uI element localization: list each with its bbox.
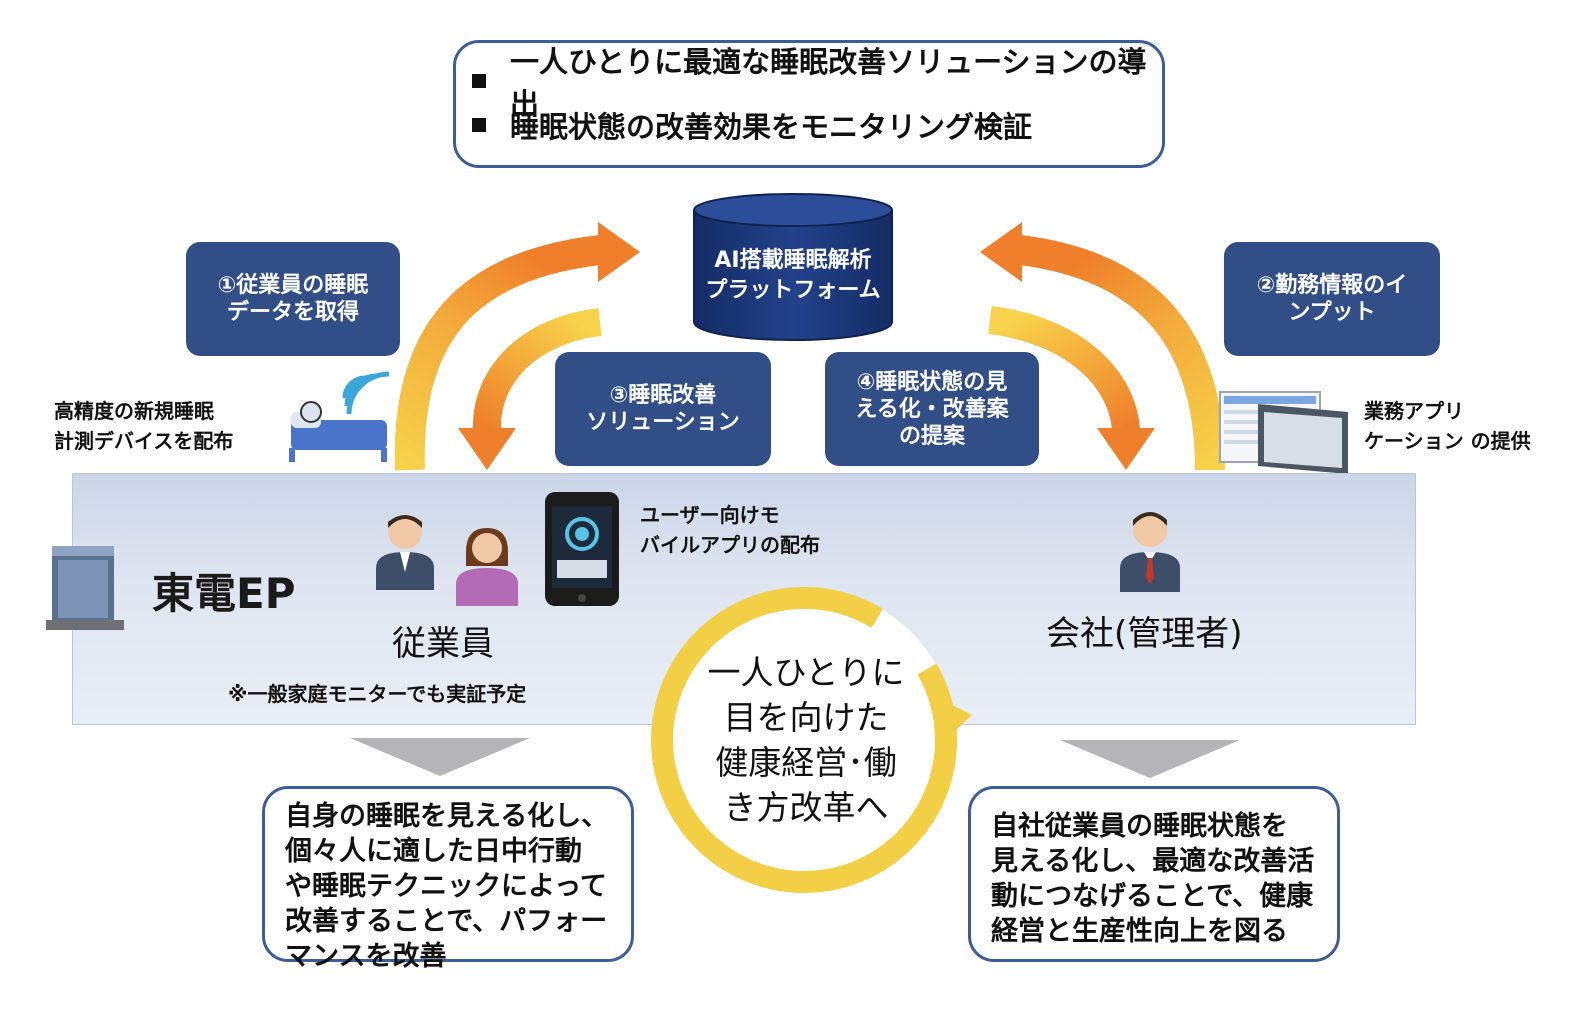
objective-item: 一人ひとりに最適な睡眠改善ソリューションの導出 [472, 45, 1162, 121]
company-outcome-box: 自社従業員の睡眠状態を 見える化し、最適な改善活 動につなげることで、健康 経営… [968, 786, 1340, 962]
business-app-label: 業務アプリ ケーション の提供 [1364, 399, 1531, 453]
step2-box: ②勤務情報のイ ンプット [1224, 242, 1440, 356]
down-triangle-left [350, 738, 530, 776]
sleep-sensor-bed-icon [289, 371, 390, 462]
step4-box: ④睡眠状態の見 える化・改善案 の提案 [825, 352, 1039, 466]
cycle-arrow-icon [651, 587, 972, 893]
company-name: 東電EP [152, 569, 296, 618]
square-bullet-icon [472, 74, 486, 88]
smartphone-app-icon [545, 492, 619, 606]
square-bullet-icon [472, 118, 486, 132]
device-distribution-label: 高精度の新規睡眠 計測デバイスを配布 [54, 399, 234, 453]
objective-item: 睡眠状態の改善効果をモニタリング検証 [472, 103, 1162, 147]
office-building-icon [46, 546, 124, 630]
objective-text: 一人ひとりに最適な睡眠改善ソリューションの導出 [510, 45, 1147, 121]
arrow-visualization-down [988, 306, 1155, 470]
mobile-app-label: ユーザー向けモ バイルアプリの配布 [640, 503, 820, 557]
down-triangle-right [1060, 740, 1240, 778]
employee-outcome-text: 自身の睡眠を見える化し、 個々人に適した日中行動 や睡眠テクニックによって 改善… [285, 801, 609, 972]
female-employee-icon [456, 528, 518, 606]
database-icon [693, 193, 893, 341]
monitor-note: ※一般家庭モニターでも実証予定 [228, 682, 527, 706]
objective-text: 睡眠状態の改善効果をモニタリング検証 [510, 110, 1033, 144]
company-outcome-text: 自社従業員の睡眠状態を 見える化し、最適な改善活 動につなげることで、健康 経営… [991, 811, 1315, 947]
manager-icon [1120, 512, 1180, 592]
step1-box: ①従業員の睡眠 データを取得 [186, 242, 400, 356]
platform-label: AI搭載睡眠解析 プラットフォーム [705, 248, 881, 303]
employee-label: 従業員 [392, 624, 494, 664]
step3-box: ③睡眠改善 ソリューション [555, 352, 771, 466]
arrow-work-info-upload [980, 222, 1225, 471]
center-slogan: 一人ひとりに 目を向けた 健康経営･働 き方改革へ [707, 653, 905, 827]
employee-outcome-box: 自身の睡眠を見える化し、 個々人に適した日中行動 や睡眠テクニックによって 改善… [262, 786, 634, 972]
top-objectives-box: 一人ひとりに最適な睡眠改善ソリューションの導出 睡眠状態の改善効果をモニタリング… [453, 40, 1165, 168]
company-admin-label: 会社(管理者) [1046, 614, 1243, 654]
male-employee-icon [376, 515, 434, 590]
arrow-data-upload [394, 222, 640, 471]
arrow-solution-down [458, 308, 602, 470]
